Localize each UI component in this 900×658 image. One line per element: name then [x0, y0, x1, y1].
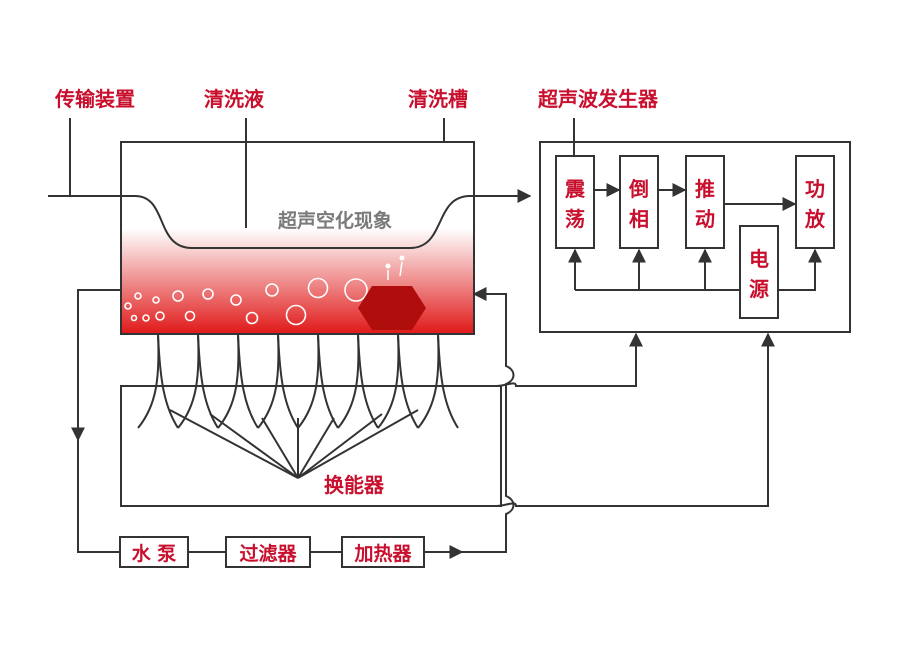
- label-conveyor: 传输装置: [54, 87, 135, 111]
- circulation-heater: 加热器: [341, 536, 425, 568]
- module-power-amp: 功 放: [795, 155, 835, 249]
- module-inverter: 倒 相: [619, 155, 659, 249]
- oscillator-char-1: 震: [565, 177, 586, 201]
- module-driver: 推 动: [685, 155, 725, 249]
- label-transducer: 换能器: [324, 473, 385, 497]
- driver-char-1: 推: [695, 177, 715, 201]
- power-supply-char-2: 源: [749, 277, 769, 301]
- circulation-filter: 过滤器: [225, 536, 311, 568]
- module-oscillator: 震 荡: [555, 155, 595, 249]
- circulation-pump: 水 泵: [119, 536, 189, 568]
- cavitation-bubbles: [124, 277, 368, 326]
- module-power-supply: 电 源: [739, 225, 779, 319]
- inverter-char-1: 倒: [628, 177, 649, 201]
- driver-char-2: 动: [695, 207, 715, 231]
- transducer-horns: [137, 333, 459, 429]
- label-ultrasonic-generator: 超声波发生器: [537, 87, 659, 111]
- label-cleaning-tank: 清洗槽: [408, 87, 468, 111]
- label-cavitation: 超声空化现象: [277, 209, 392, 232]
- workpiece-sparks: [385, 255, 405, 280]
- drain-pipe: [71, 289, 121, 442]
- workpiece-hexagon: [358, 286, 426, 330]
- return-pipe-up: [424, 287, 515, 553]
- power-supply-char-1: 电: [749, 247, 769, 271]
- transducer-leaders: [169, 409, 419, 479]
- return-pipe-down: [77, 436, 120, 553]
- filter-label: 过滤器: [239, 543, 297, 565]
- amp-output-line: [121, 332, 775, 507]
- liquid-fill: [121, 228, 474, 334]
- inverter-char-2: 相: [629, 207, 649, 231]
- pump-label: 水 泵: [132, 543, 177, 565]
- label-cleaning-liquid: 清洗液: [204, 87, 265, 111]
- heater-label: 加热器: [353, 542, 412, 565]
- power-amp-char-2: 放: [804, 207, 826, 231]
- transducer-signal-line: [121, 332, 643, 387]
- conveyor-belt: [48, 189, 532, 249]
- power-to-amp: [778, 248, 822, 291]
- cleaning-tank: [120, 141, 475, 335]
- generator-housing: [539, 141, 851, 333]
- power-amp-char-1: 功: [805, 177, 825, 201]
- oscillator-char-2: 荡: [565, 207, 585, 231]
